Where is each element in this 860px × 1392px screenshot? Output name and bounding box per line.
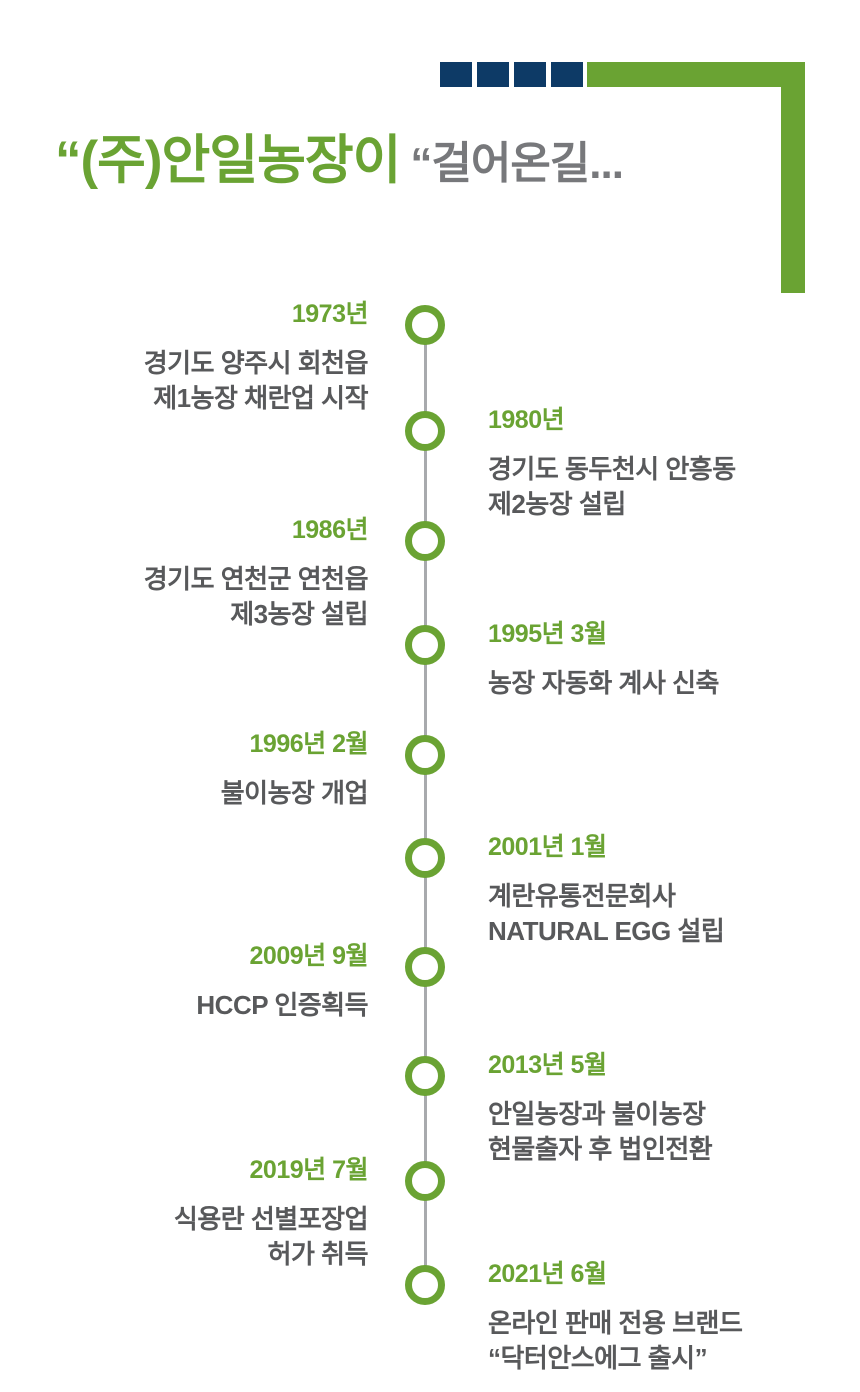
circle-marker-icon <box>405 838 445 878</box>
navy-square-icon <box>551 62 583 87</box>
timeline-entry-date: 2009년 9월 <box>249 942 369 970</box>
timeline-entry-date: 2019년 7월 <box>249 1156 369 1184</box>
timeline-entry-date: 2013년 5월 <box>488 1051 607 1079</box>
circle-marker-icon <box>405 1161 445 1201</box>
timeline-entry-description: 농장 자동화 계사 신축 <box>488 668 719 698</box>
timeline-entry-date: 1995년 3월 <box>488 620 607 648</box>
timeline-entry-date: 1996년 2월 <box>249 730 369 758</box>
circle-marker-icon <box>405 411 445 451</box>
page-title: “(주)안일농장이“걸어온길... <box>55 128 624 194</box>
circle-marker-icon <box>405 625 445 665</box>
circle-marker-icon <box>405 521 445 561</box>
circle-marker-icon <box>405 735 445 775</box>
timeline-entry-date: 1980년 <box>488 406 565 434</box>
green-corner-bar-horizontal <box>587 62 805 87</box>
timeline-entry-description: 불이농장 개업 <box>220 778 369 808</box>
navy-square-icon <box>440 62 472 87</box>
title-second-quote-icon: “ <box>410 139 432 188</box>
title-open-quote-icon: “ <box>55 131 81 190</box>
timeline-line <box>424 322 427 1285</box>
navy-square-icon <box>514 62 546 87</box>
timeline-entry-date: 1986년 <box>291 516 369 544</box>
title-company-name: (주)안일농장이 <box>80 131 402 190</box>
circle-marker-icon <box>405 947 445 987</box>
green-corner-bar-vertical <box>781 87 805 293</box>
timeline-entry: 2009년 9월 HCCP 인증획득 <box>196 943 368 1023</box>
circle-marker-icon <box>405 305 445 345</box>
timeline-entry-description: HCCP 인증획득 <box>196 990 368 1020</box>
timeline-entry-date: 2021년 6월 <box>488 1260 607 1288</box>
circle-marker-icon <box>405 1265 445 1305</box>
title-rest-text: 걸어온길... <box>431 139 624 188</box>
timeline-entry-description: 온라인 판매 전용 브랜드“닥터안스에그 출시” <box>488 1308 743 1373</box>
circle-marker-icon <box>405 1056 445 1096</box>
timeline-entry-date: 1973년 <box>291 300 369 328</box>
timeline-entry-date: 2001년 1월 <box>488 833 607 861</box>
navy-square-icon <box>477 62 509 87</box>
